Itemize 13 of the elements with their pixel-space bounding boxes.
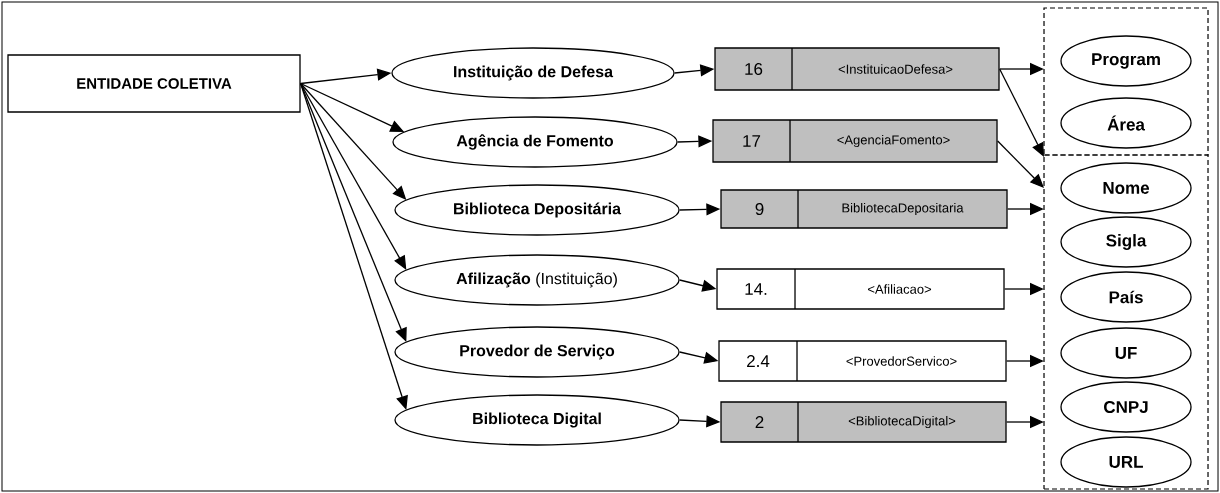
arrow <box>997 140 1044 188</box>
arrow <box>999 68 1044 157</box>
record-box: 2 <BibliotecaDigital> <box>720 401 1007 443</box>
record-box: 14. <Afiliacao> <box>716 268 1005 310</box>
arrow <box>300 82 407 270</box>
dashed-group-box <box>1043 154 1209 490</box>
dashed-group-box <box>1043 7 1209 156</box>
record-box: 17 <AgenciaFomento> <box>712 119 998 163</box>
record-box: 2.4 <ProvedorServico> <box>718 340 1007 382</box>
record-box: 16 <InstituicaoDefesa> <box>714 47 1000 91</box>
record-box: 9 BibliotecaDepositaria <box>720 189 1008 229</box>
arrow <box>300 82 408 410</box>
entity-box: ENTIDADE COLETIVA <box>7 54 301 113</box>
